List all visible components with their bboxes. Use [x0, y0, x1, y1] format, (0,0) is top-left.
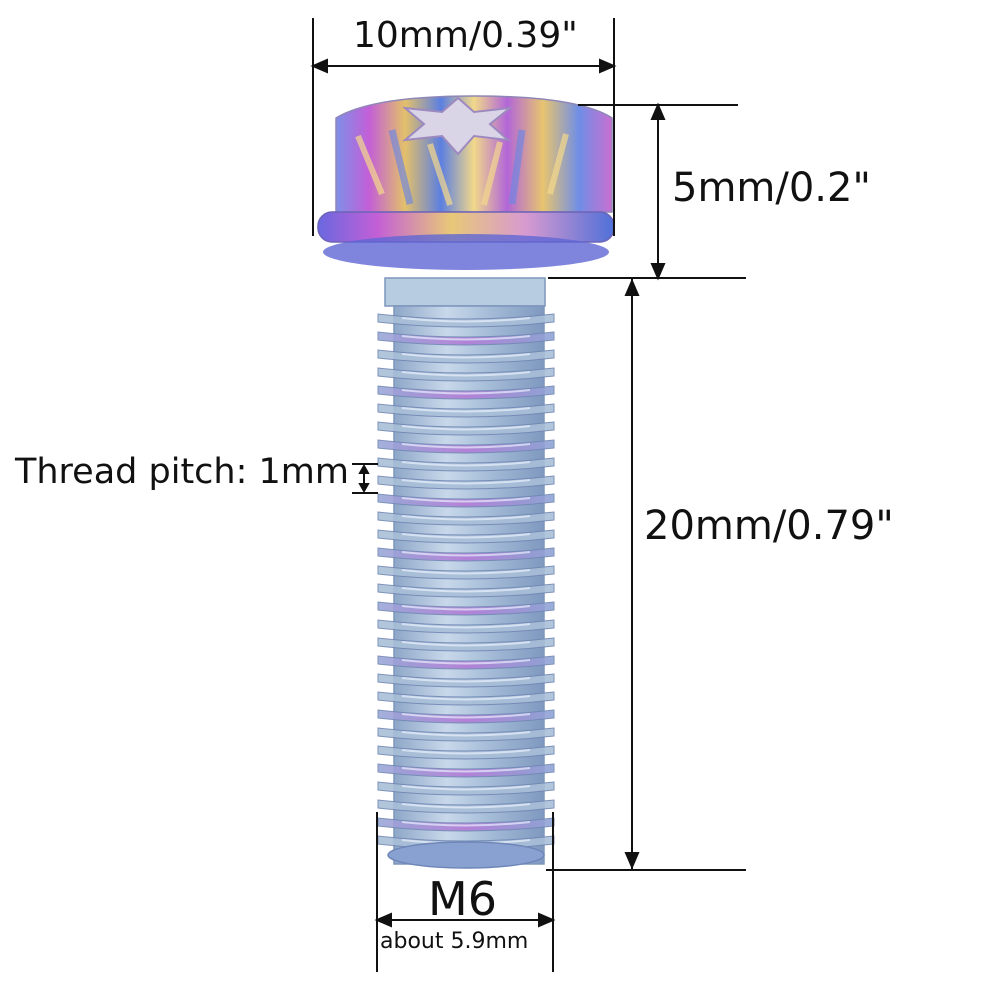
thread-highlight	[401, 497, 531, 503]
thread-highlight	[401, 641, 531, 647]
thread-diameter-label: about 5.9mm	[380, 929, 529, 954]
thread-highlight	[401, 515, 531, 521]
thread-highlight	[401, 821, 531, 827]
thread-highlight	[401, 803, 531, 809]
thread-pitch-label: Thread pitch: 1mm	[15, 452, 349, 492]
bolt-head	[317, 95, 615, 270]
thread-size-label: M6	[428, 872, 497, 926]
thread-highlight	[401, 713, 531, 719]
thread-highlight	[401, 695, 531, 701]
shank-length-label: 20mm/0.79"	[644, 503, 894, 549]
thread-highlight	[401, 389, 531, 395]
thread-highlight	[401, 659, 531, 665]
thread-highlight	[401, 335, 531, 341]
thread-highlight	[401, 623, 531, 629]
bolt-shank	[377, 277, 555, 869]
thread-highlight	[401, 443, 531, 449]
thread-highlight	[401, 425, 531, 431]
thread-highlight	[401, 317, 531, 323]
thread-highlight	[401, 767, 531, 773]
thread-highlight	[401, 371, 531, 377]
thread-highlight	[401, 731, 531, 737]
thread-highlight	[401, 407, 531, 413]
thread-highlight	[401, 461, 531, 467]
thread-highlight	[401, 353, 531, 359]
thread-highlight	[401, 587, 531, 593]
dimension-lines	[310, 18, 746, 972]
head-width-label: 10mm/0.39"	[353, 15, 578, 56]
thread-highlight	[401, 749, 531, 755]
thread-highlight	[401, 677, 531, 683]
thread-highlight	[401, 479, 531, 485]
thread-highlight	[401, 605, 531, 611]
head-height-label: 5mm/0.2"	[672, 165, 871, 211]
thread-highlight	[401, 785, 531, 791]
thread-highlight	[401, 551, 531, 557]
thread-highlight	[401, 533, 531, 539]
thread-highlight	[401, 569, 531, 575]
